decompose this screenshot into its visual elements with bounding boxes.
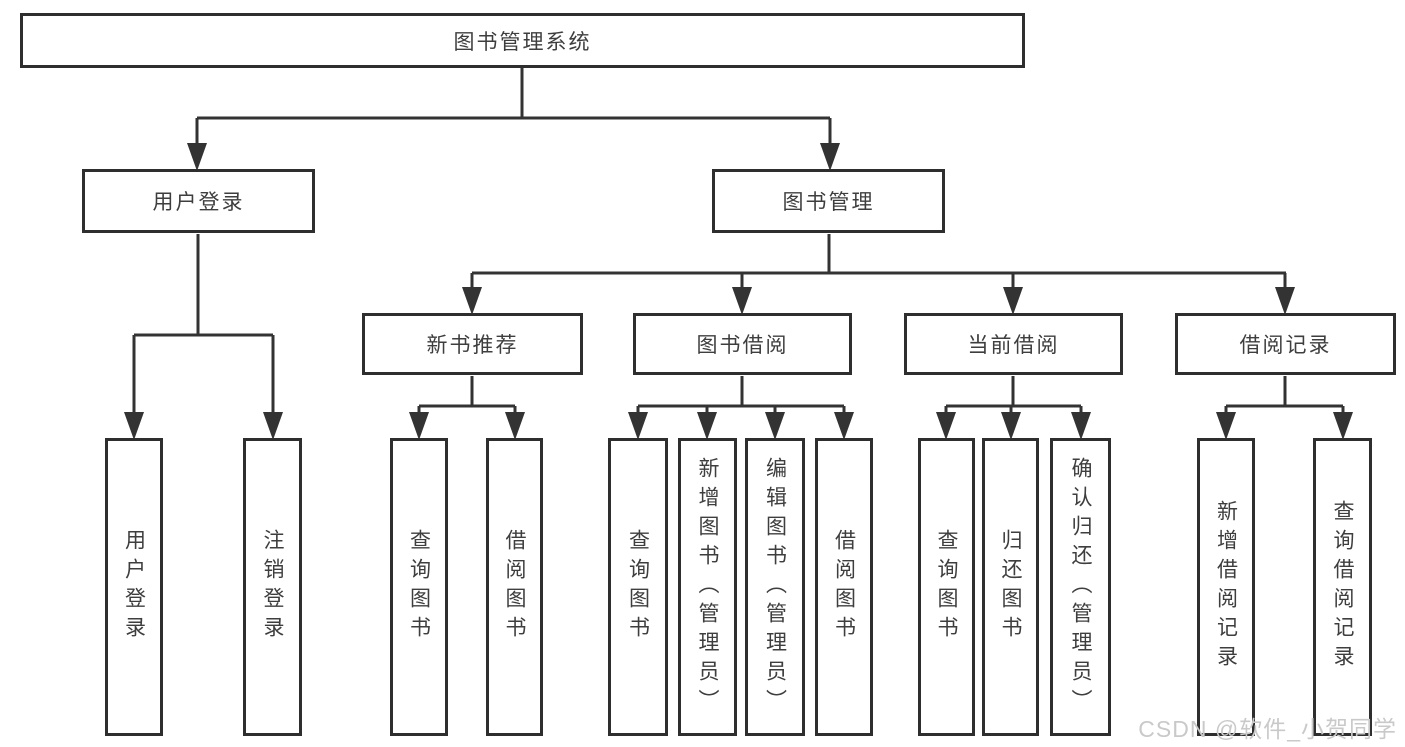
leaf-query-books-current: 查询图书 [918,438,975,736]
leaf-edit-books-admin: 编辑图书（管理员） [745,438,805,736]
node-user-login: 用户登录 [82,169,315,233]
leaf-confirm-return-admin: 确认归还（管理员） [1050,438,1111,736]
leaf-query-books-borrow: 查询图书 [608,438,668,736]
leaf-query-books-recommend: 查询图书 [390,438,448,736]
leaf-borrow-books: 借阅图书 [815,438,873,736]
node-book-borrowing: 图书借阅 [633,313,852,375]
node-library-management-system: 图书管理系统 [20,13,1025,68]
node-new-book-recommend: 新书推荐 [362,313,583,375]
leaf-add-borrow-record: 新增借阅记录 [1197,438,1255,736]
leaf-borrow-books-recommend: 借阅图书 [486,438,543,736]
leaf-query-borrow-record: 查询借阅记录 [1313,438,1372,736]
arrowheads [124,143,1353,440]
leaf-add-books-admin: 新增图书（管理员） [678,438,737,736]
leaf-logout: 注销登录 [243,438,302,736]
node-book-management: 图书管理 [712,169,945,233]
leaf-return-books: 归还图书 [982,438,1039,736]
csdn-watermark: CSDN @软件_小贺同学 [1138,716,1397,742]
leaf-user-login: 用户登录 [105,438,163,736]
node-current-borrowing: 当前借阅 [904,313,1123,375]
node-borrow-records: 借阅记录 [1175,313,1396,375]
